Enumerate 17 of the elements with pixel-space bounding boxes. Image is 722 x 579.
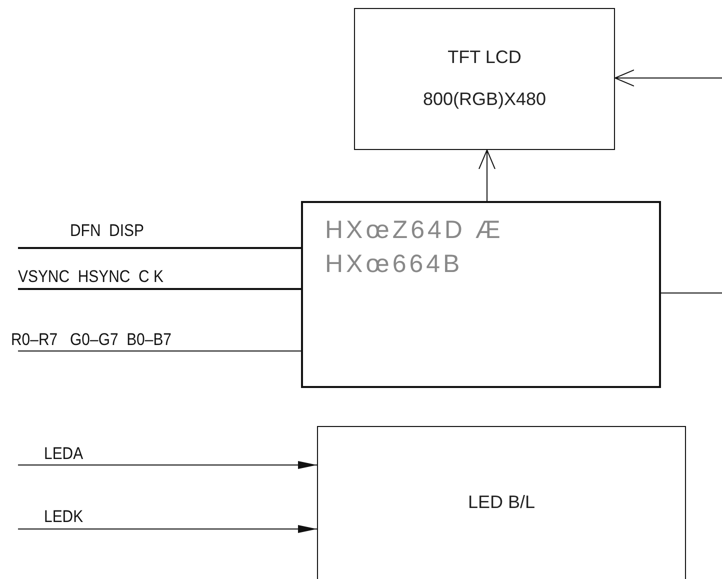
block-box	[317, 426, 686, 579]
block-label: HXœ664B	[325, 250, 463, 278]
connector-arrow	[478, 150, 496, 202]
signal-label: LEDK	[44, 508, 84, 525]
connector-arrow	[18, 461, 318, 469]
block-label: HXœZ64D Æ	[325, 217, 504, 244]
block-label: LED B/L	[468, 493, 536, 513]
block-box	[354, 8, 615, 150]
signal-label: LEDA	[44, 445, 84, 462]
block-box	[301, 201, 661, 388]
signal-label: VSYNC HSYNC C K	[18, 268, 164, 285]
connector-arrow	[614, 70, 722, 86]
signal-label: R0–R7 G0–G7 B0–B7	[11, 331, 172, 348]
connector-arrow	[18, 525, 318, 533]
signal-label: DFN DISP	[70, 222, 144, 239]
block-label: TFT LCD	[448, 48, 522, 68]
block-label: 800(RGB)X480	[422, 90, 546, 110]
